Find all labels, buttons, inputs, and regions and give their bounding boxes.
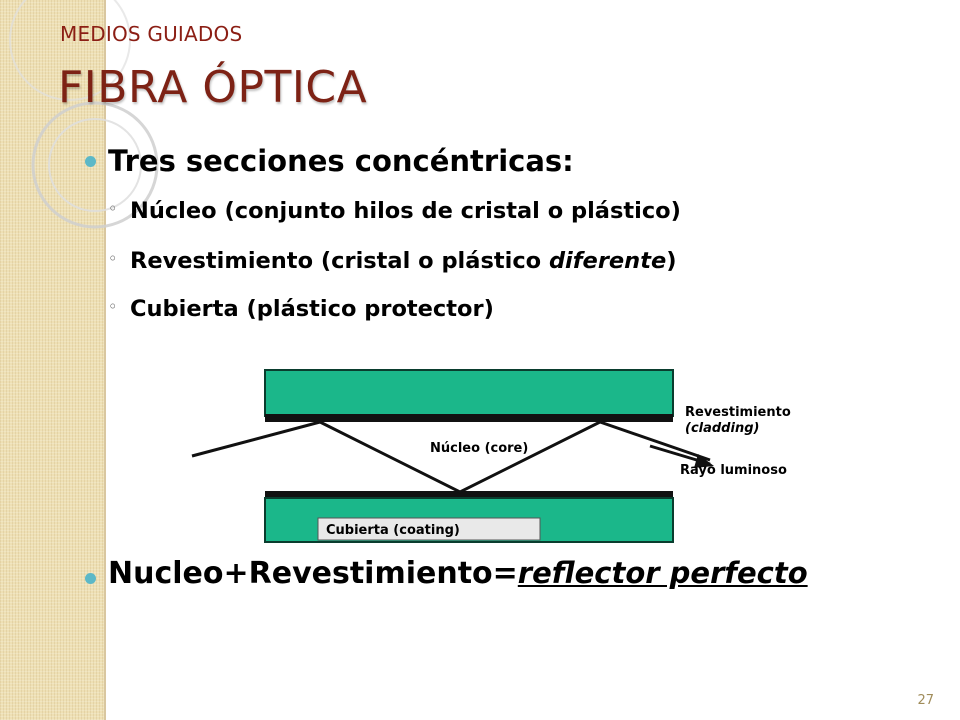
- top-cladding: [265, 414, 673, 422]
- ring-bullet-icon: ◦: [108, 199, 118, 218]
- reflector-emphasis: reflector perfecto: [517, 556, 808, 590]
- page-number: 27: [917, 693, 934, 708]
- label-cladding: (cladding): [685, 421, 759, 436]
- ring-bullet-icon: ◦: [108, 297, 118, 316]
- bottom-cladding: [265, 491, 673, 500]
- bullet-dot: [85, 573, 96, 584]
- sub-bullet-revestimiento: ◦Revestimiento (cristal o plástico difer…: [108, 248, 677, 274]
- label-nucleo: Núcleo (core): [430, 441, 528, 456]
- slide-subtitle: MEDIOS GUIADOS: [60, 22, 243, 46]
- label-rayo: Rayo luminoso: [680, 463, 787, 478]
- arrow-head-icon: [694, 454, 714, 468]
- top-coating: [264, 369, 674, 417]
- bullet-reflector: Nucleo+Revestimiento=reflector perfecto: [108, 556, 808, 591]
- sub-bullet-nucleo: ◦Núcleo (conjunto hilos de cristal o plá…: [108, 198, 681, 224]
- decorative-circles: [9, 0, 159, 229]
- bullet-dot: [85, 156, 96, 167]
- fiber-optic-diagram: Revestimiento (cladding) Núcleo (core) R…: [191, 369, 791, 543]
- sub-bullet-cubierta: ◦Cubierta (plástico protector): [108, 296, 494, 322]
- light-ray: [191, 420, 711, 494]
- bullet-tres-secciones: Tres secciones concéntricas:: [108, 144, 574, 178]
- label-revestimiento: Revestimiento: [685, 405, 791, 420]
- slide-title: FIBRA ÓPTICA: [58, 62, 368, 113]
- label-cubierta: Cubierta (coating): [326, 523, 460, 538]
- ring-bullet-icon: ◦: [108, 249, 118, 268]
- cubierta-label-box: [317, 517, 541, 541]
- reflector-prefix: Nucleo+Revestimiento=: [108, 556, 518, 591]
